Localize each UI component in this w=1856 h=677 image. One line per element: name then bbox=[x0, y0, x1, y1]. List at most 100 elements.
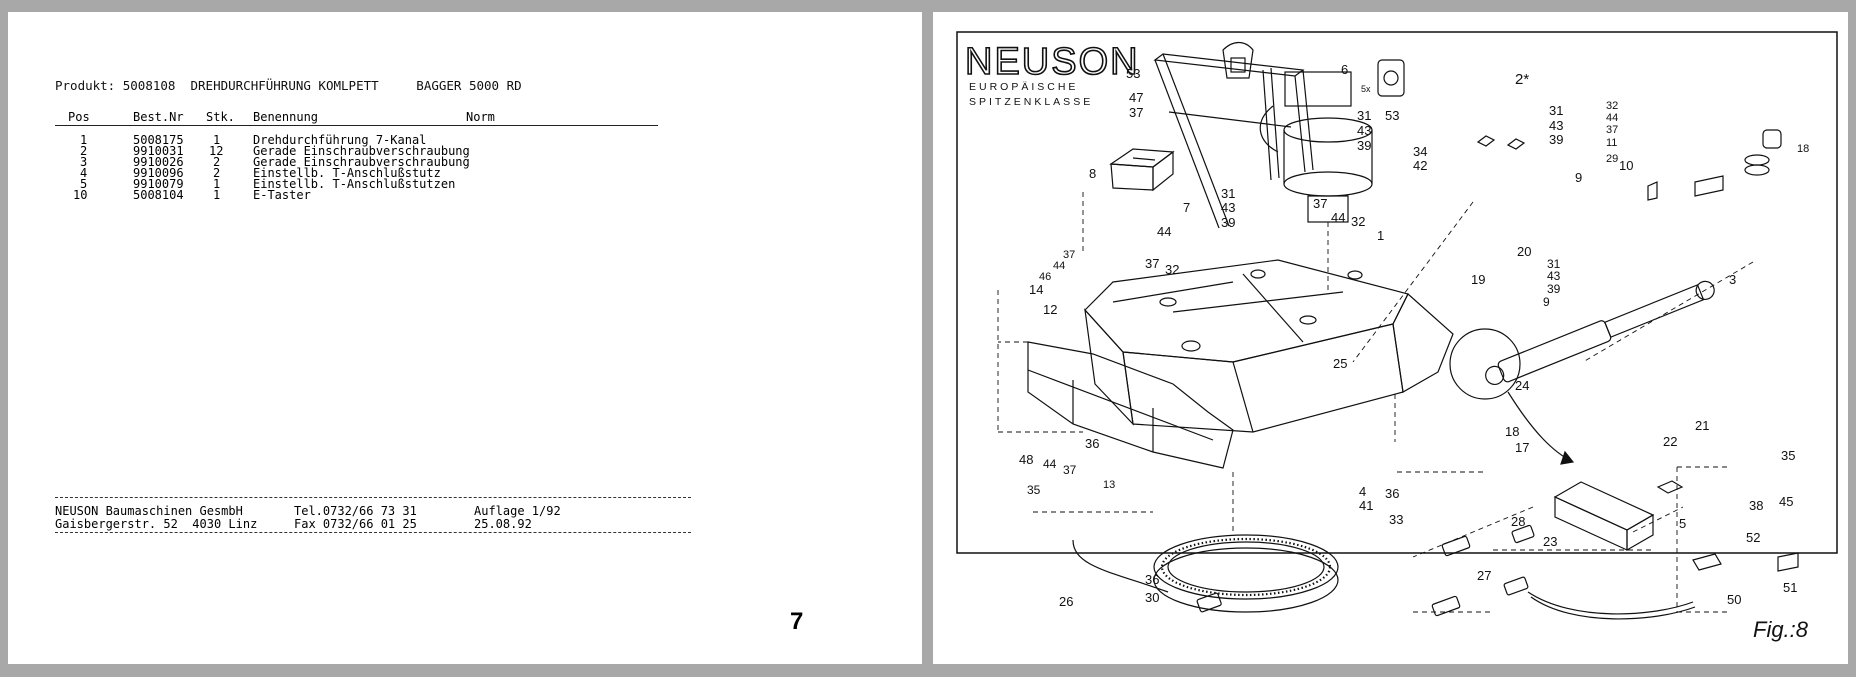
row-best-nr: 5008104 bbox=[133, 188, 184, 202]
row-benennung: Einstellb. T-Anschlußstutzen bbox=[253, 177, 456, 191]
callout: 30 bbox=[1145, 590, 1159, 605]
callout: 18 bbox=[1505, 424, 1519, 439]
callout: 36 bbox=[1385, 486, 1399, 501]
callout: 6 bbox=[1341, 62, 1348, 77]
callout: 43 bbox=[1357, 123, 1371, 138]
callout: 51 bbox=[1783, 580, 1797, 595]
row-stk: 1 bbox=[213, 133, 221, 147]
company-address: Gaisbergerstr. 52 4030 Linz bbox=[55, 517, 258, 531]
callout: 32 bbox=[1606, 100, 1618, 112]
row-stk: 1 bbox=[213, 177, 221, 191]
header-rule bbox=[55, 125, 658, 126]
callout: 14 bbox=[1029, 282, 1043, 297]
upper-frame-top bbox=[1084, 259, 1409, 363]
callout: 8 bbox=[1089, 166, 1096, 181]
callout: 41 bbox=[1359, 498, 1373, 513]
header-stk: Stk. bbox=[206, 110, 235, 124]
callout: 37 bbox=[1313, 196, 1327, 211]
print-date: 25.08.92 bbox=[474, 517, 532, 531]
row-benennung: Gerade Einschraubverschraubung bbox=[253, 155, 470, 169]
callout: 20 bbox=[1517, 244, 1531, 259]
callout: 37 bbox=[1606, 124, 1618, 136]
callout: 46 bbox=[1039, 271, 1051, 283]
valve-block-front bbox=[1554, 496, 1628, 551]
callout: 48 bbox=[1019, 452, 1033, 467]
callout: 35 bbox=[1781, 448, 1795, 463]
row-benennung: E-Taster bbox=[253, 188, 311, 202]
callout: 1 bbox=[1377, 228, 1384, 243]
rollbar-top bbox=[1153, 53, 1305, 77]
callout: 23 bbox=[1543, 534, 1557, 549]
rotary-union-top bbox=[1284, 71, 1352, 107]
callout-labels: 53 47 37 6 5x 53 2* 31 43 39 31 43 39 32… bbox=[1019, 62, 1809, 609]
callout: 52 bbox=[1746, 530, 1760, 545]
callout: 33 bbox=[1389, 512, 1403, 527]
callout: 37 bbox=[1063, 463, 1077, 477]
row-stk: 12 bbox=[209, 144, 224, 158]
hydraulic-cylinder bbox=[1485, 280, 1715, 386]
toolbox-side bbox=[1152, 150, 1174, 192]
callout: 36 bbox=[1145, 572, 1159, 587]
row-pos: 2 bbox=[80, 144, 88, 158]
callout: 5 bbox=[1679, 516, 1686, 531]
row-benennung: Gerade Einschraubverschraubung bbox=[253, 144, 470, 158]
callout: 2* bbox=[1515, 71, 1529, 88]
row-best-nr: 5008175 bbox=[133, 133, 184, 147]
callout: 3 bbox=[1729, 272, 1736, 287]
callout: 37 bbox=[1145, 256, 1159, 271]
header-benennung: Benennung bbox=[253, 110, 319, 124]
callout: 44 bbox=[1331, 210, 1345, 225]
callout: 43 bbox=[1221, 200, 1235, 215]
callout: 32 bbox=[1165, 262, 1179, 277]
row-benennung: Drehdurchführung 7-Kanal bbox=[253, 133, 427, 147]
callout: 9 bbox=[1543, 295, 1550, 309]
callout: 31 bbox=[1221, 186, 1235, 201]
callout: 11 bbox=[1606, 137, 1617, 149]
product-name: DREHDURCHFÜHRUNG KOMLPETT bbox=[190, 78, 379, 93]
parts-list-page: Produkt: 5008108 DREHDURCHFÜHRUNG KOMLPE… bbox=[8, 12, 922, 664]
row-best-nr: 9910079 bbox=[133, 177, 184, 191]
logo-tagline-1: EUROPÄISCHE bbox=[969, 81, 1078, 93]
toolbox-front bbox=[1110, 163, 1154, 191]
callout: 7 bbox=[1183, 200, 1190, 215]
row-best-nr: 9910031 bbox=[133, 144, 184, 158]
upper-frame-right-side bbox=[1392, 293, 1454, 393]
figure-label: Fig.:8 bbox=[1753, 617, 1809, 642]
callout: 45 bbox=[1779, 494, 1793, 509]
callout: 13 bbox=[1103, 479, 1115, 491]
callout: 21 bbox=[1695, 418, 1709, 433]
callout: 9 bbox=[1575, 170, 1582, 185]
row-pos: 10 bbox=[73, 188, 88, 202]
callout: 37 bbox=[1063, 249, 1075, 261]
callout: 35 bbox=[1027, 483, 1041, 497]
machine-drawing bbox=[997, 41, 1799, 620]
callout: 53 bbox=[1385, 108, 1399, 123]
callout: 10 bbox=[1619, 158, 1633, 173]
callout: 42 bbox=[1413, 158, 1427, 173]
logo-tagline-2: SPITZENKLASSE bbox=[969, 96, 1093, 108]
callout: 39 bbox=[1357, 138, 1371, 153]
footer-rule-top bbox=[55, 497, 691, 498]
callout: 24 bbox=[1515, 378, 1529, 393]
callout: 37 bbox=[1129, 105, 1143, 120]
diagram-page: NEUSON EUROPÄISCHE SPITZENKLASSE bbox=[933, 12, 1848, 664]
footer-rule-bottom bbox=[55, 532, 691, 533]
page-number: 7 bbox=[790, 608, 804, 635]
callout: 44 bbox=[1157, 224, 1171, 239]
callout: 36 bbox=[1085, 436, 1099, 451]
callout: 32 bbox=[1351, 214, 1365, 229]
exploded-diagram: NEUSON EUROPÄISCHE SPITZENKLASSE bbox=[956, 31, 1838, 642]
callout: 27 bbox=[1477, 568, 1491, 583]
detail-circle bbox=[1449, 328, 1521, 400]
callout: 44 bbox=[1606, 112, 1618, 124]
neuson-logo: NEUSON EUROPÄISCHE SPITZENKLASSE bbox=[964, 40, 1138, 108]
callout: 26 bbox=[1059, 594, 1073, 609]
callout: 31 bbox=[1547, 257, 1561, 271]
header-pos: Pos bbox=[68, 110, 90, 124]
callout: 17 bbox=[1515, 440, 1529, 455]
product-label: Produkt: bbox=[55, 78, 116, 93]
callout: 50 bbox=[1727, 592, 1741, 607]
callout: 47 bbox=[1129, 90, 1143, 105]
row-best-nr: 9910096 bbox=[133, 166, 184, 180]
row-pos: 4 bbox=[80, 166, 88, 180]
